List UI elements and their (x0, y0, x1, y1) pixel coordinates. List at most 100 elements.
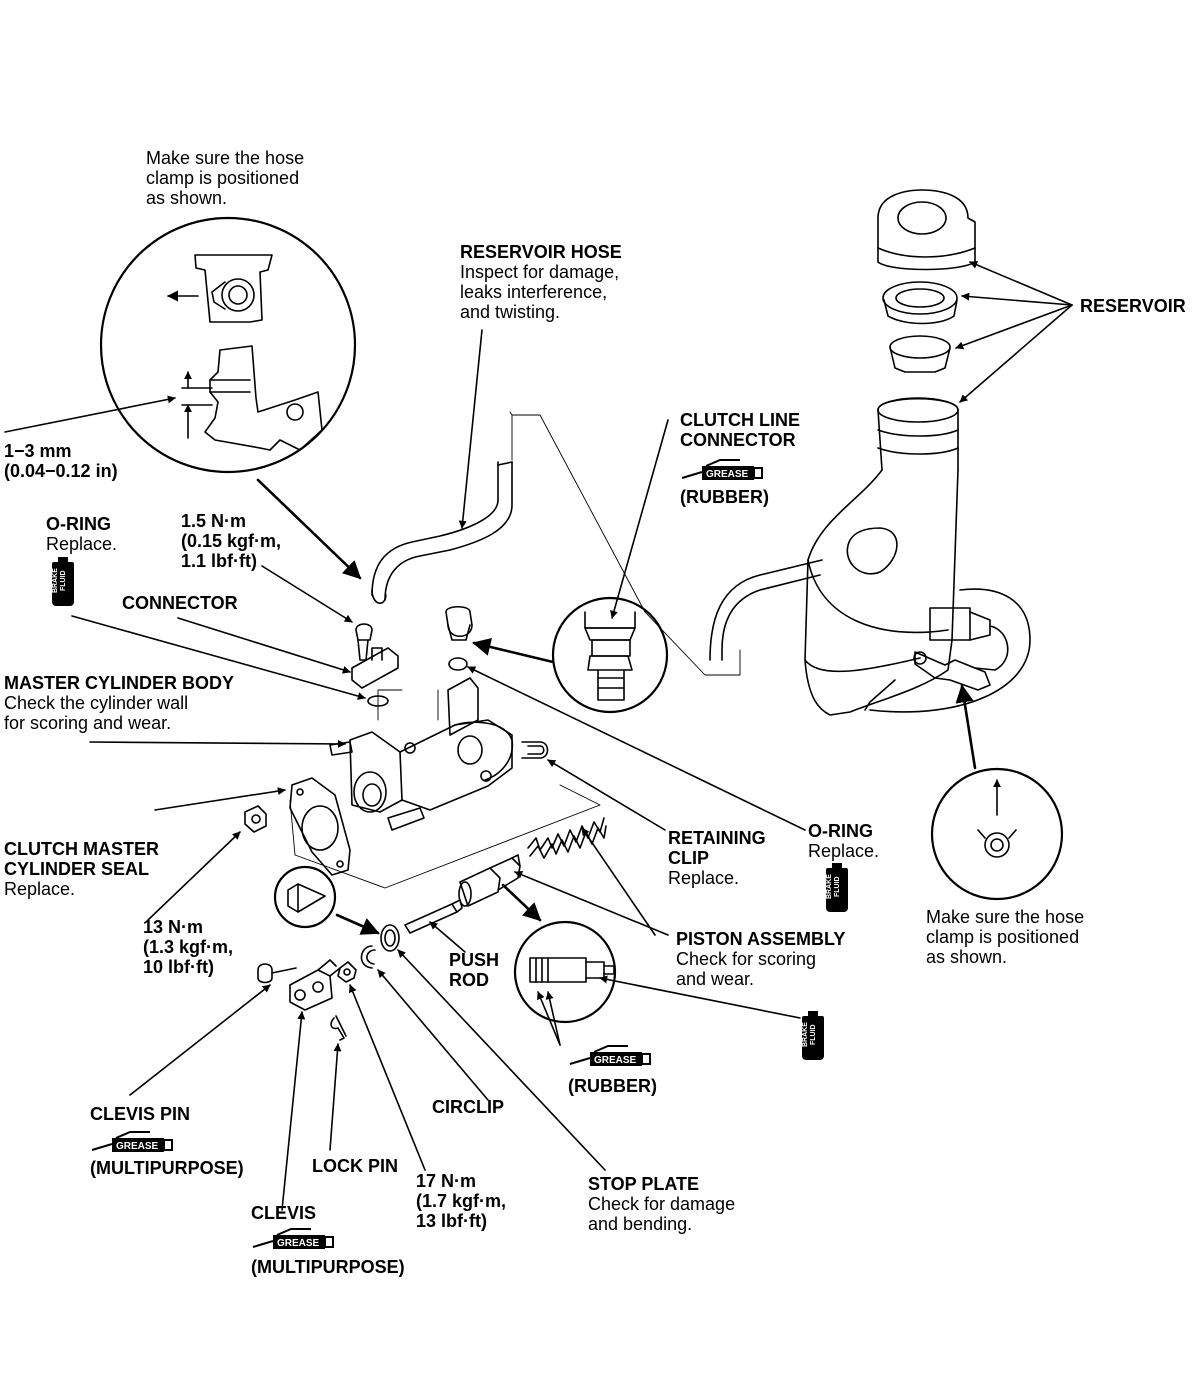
multipurpose-text-1: (MULTIPURPOSE) (90, 1158, 244, 1178)
master-cylinder-body-label: MASTER CYLINDER BODY Check the cylinder … (4, 673, 234, 733)
multipurpose-label-1: (MULTIPURPOSE) (90, 1158, 244, 1178)
master-cylinder-body-note-1: Check the cylinder wall (4, 693, 189, 713)
reservoir-hose-title: RESERVOIR HOSE (460, 242, 622, 262)
gap-spec-mm: 1−3 mm (4, 441, 72, 461)
grease-icon-text: GREASE (116, 1141, 159, 1152)
piston-assembly-note-1: Check for scoring (676, 949, 817, 969)
clutch-line-connector-line-1: CLUTCH LINE (680, 410, 800, 430)
reservoir-hose-note-3: and twisting. (460, 302, 561, 322)
master-cylinder-body-note-2: for scoring and wear. (4, 713, 172, 733)
retaining-clip-title-2: CLIP (668, 848, 710, 868)
piston-assembly-title: PISTON ASSEMBLY (676, 929, 846, 949)
connector-label: CONNECTOR (122, 593, 238, 613)
hose-clamp-detail-bottom (930, 767, 1064, 901)
grease-icon: GREASE (252, 1228, 334, 1249)
o-ring-left-label: O-RING Replace. (46, 514, 117, 554)
torque-17-line-1: 17 N·m (416, 1171, 477, 1191)
hose-clamp-note-bottom-line-3: as shown. (926, 947, 1008, 967)
brake-fluid-icon: BRAKE FLUID (826, 868, 848, 912)
spring (527, 817, 607, 859)
reservoir-assembly (709, 189, 1031, 716)
grease-icon: GREASE (91, 1131, 173, 1152)
seal-label: CLUTCH MASTER CYLINDER SEAL Replace. (4, 839, 159, 899)
stop-plate-note-2: and bending. (588, 1214, 693, 1234)
hose-clamp-note-bottom-line-2: clamp is positioned (926, 927, 1080, 947)
clutch-line-connector-detail (551, 596, 669, 714)
rubber-text-2: (RUBBER) (568, 1076, 657, 1096)
hose-clamp-note-top-line-2: clamp is positioned (146, 168, 300, 188)
torque-17-line-3: 13 lbf·ft) (416, 1211, 487, 1231)
hose-clamp-note-top: Make sure the hose clamp is positioned a… (146, 148, 304, 208)
circlip-label: CIRCLIP (432, 1097, 504, 1117)
retaining-clip-title-1: RETAINING (668, 828, 766, 848)
torque-13-line-3: 10 lbf·ft) (143, 957, 214, 977)
torque-13-label: 13 N·m (1.3 kgf·m, 10 lbf·ft) (143, 917, 233, 977)
gap-spec-in: (0.04−0.12 in) (4, 461, 118, 481)
seal-note: Replace. (4, 879, 76, 899)
reservoir-hose-note-2: leaks interference, (460, 282, 608, 302)
piston-assembly (458, 854, 521, 907)
o-ring-right-title: O-RING (808, 821, 873, 841)
lock-pin-label: LOCK PIN (312, 1156, 398, 1176)
hose-clamp-note-bottom-line-1: Make sure the hose (926, 907, 1085, 927)
clevis-pin-title: CLEVIS PIN (90, 1104, 191, 1124)
retaining-clip-label: RETAINING CLIP Replace. (668, 828, 766, 888)
clevis-pin-label: CLEVIS PIN (90, 1104, 190, 1124)
boot-detail (273, 865, 337, 929)
hose-clamp-note-top-line-1: Make sure the hose (146, 148, 305, 168)
reservoir-hose-note-1: Inspect for damage, (460, 262, 620, 282)
grease-icon: GREASE (681, 459, 763, 480)
torque-1-5-line-3: 1.1 lbf·ft) (181, 551, 257, 571)
circlip-title: CIRCLIP (432, 1097, 504, 1117)
reservoir-title: RESERVOIR (1080, 296, 1186, 316)
o-ring-right-note: Replace. (808, 841, 880, 861)
stop-plate-label: STOP PLATE Check for damage and bending. (588, 1174, 735, 1234)
piston-assembly-note-2: and wear. (676, 969, 755, 989)
o-ring-left-title: O-RING (46, 514, 111, 534)
clevis-label: CLEVIS (251, 1203, 316, 1223)
retaining-clip-note: Replace. (668, 868, 740, 888)
hose-clamp-note-bottom: Make sure the hose clamp is positioned a… (926, 907, 1084, 967)
hose-clamp-note-top-line-3: as shown. (146, 188, 228, 208)
torque-1-5-label: 1.5 N·m (0.15 kgf·m, 1.1 lbf·ft) (181, 511, 281, 571)
rubber-label-1: (RUBBER) (680, 487, 769, 507)
torque-1-5-line-1: 1.5 N·m (181, 511, 247, 531)
multipurpose-label-2: (MULTIPURPOSE) (251, 1257, 405, 1277)
brake-fluid-icon: BRAKE FLUID (802, 1016, 824, 1060)
o-ring-right-label: O-RING Replace. (808, 821, 879, 861)
push-rod-line-1: PUSH (449, 950, 500, 970)
clutch-line-connector-line-2: CONNECTOR (680, 430, 796, 450)
hose-clamp-detail-top (99, 216, 357, 474)
grease-icon-text: GREASE (706, 469, 749, 480)
grease-icon-text: GREASE (277, 1238, 320, 1249)
lock-pin-title: LOCK PIN (312, 1156, 399, 1176)
rubber-label-2: (RUBBER) (568, 1076, 657, 1096)
brake-fluid-icon: BRAKE FLUID (52, 562, 74, 606)
seal-title-2: CYLINDER SEAL (4, 859, 150, 879)
torque-13-line-2: (1.3 kgf·m, (143, 937, 234, 957)
stop-plate-note-1: Check for damage (588, 1194, 736, 1214)
o-ring-left-note: Replace. (46, 534, 118, 554)
torque-13-line-1: 13 N·m (143, 917, 204, 937)
torque-17-line-2: (1.7 kgf·m, (416, 1191, 507, 1211)
master-cylinder-body (329, 677, 514, 831)
reservoir-hose (371, 461, 513, 604)
torque-1-5-line-2: (0.15 kgf·m, (181, 531, 282, 551)
clutch-line-connector-label: CLUTCH LINE CONNECTOR (680, 410, 800, 450)
master-cylinder-body-title: MASTER CYLINDER BODY (4, 673, 235, 693)
cylinder-seal (289, 777, 351, 876)
torque-17-label: 17 N·m (1.7 kgf·m, 13 lbf·ft) (416, 1171, 506, 1231)
multipurpose-text-2: (MULTIPURPOSE) (251, 1257, 405, 1277)
reservoir-hose-label: RESERVOIR HOSE Inspect for damage, leaks… (460, 242, 622, 322)
connector-title: CONNECTOR (122, 593, 238, 613)
seal-title-1: CLUTCH MASTER (4, 839, 159, 859)
piston-detail (513, 920, 617, 1024)
reservoir-label: RESERVOIR (1080, 296, 1186, 316)
push-rod-label: PUSH ROD (449, 950, 499, 990)
piston-assembly-label: PISTON ASSEMBLY Check for scoring and we… (676, 929, 845, 989)
stop-plate-title: STOP PLATE (588, 1174, 700, 1194)
grease-icon: GREASE (569, 1045, 651, 1066)
gap-spec-label: 1−3 mm (0.04−0.12 in) (4, 441, 118, 481)
push-rod-line-2: ROD (449, 970, 489, 990)
